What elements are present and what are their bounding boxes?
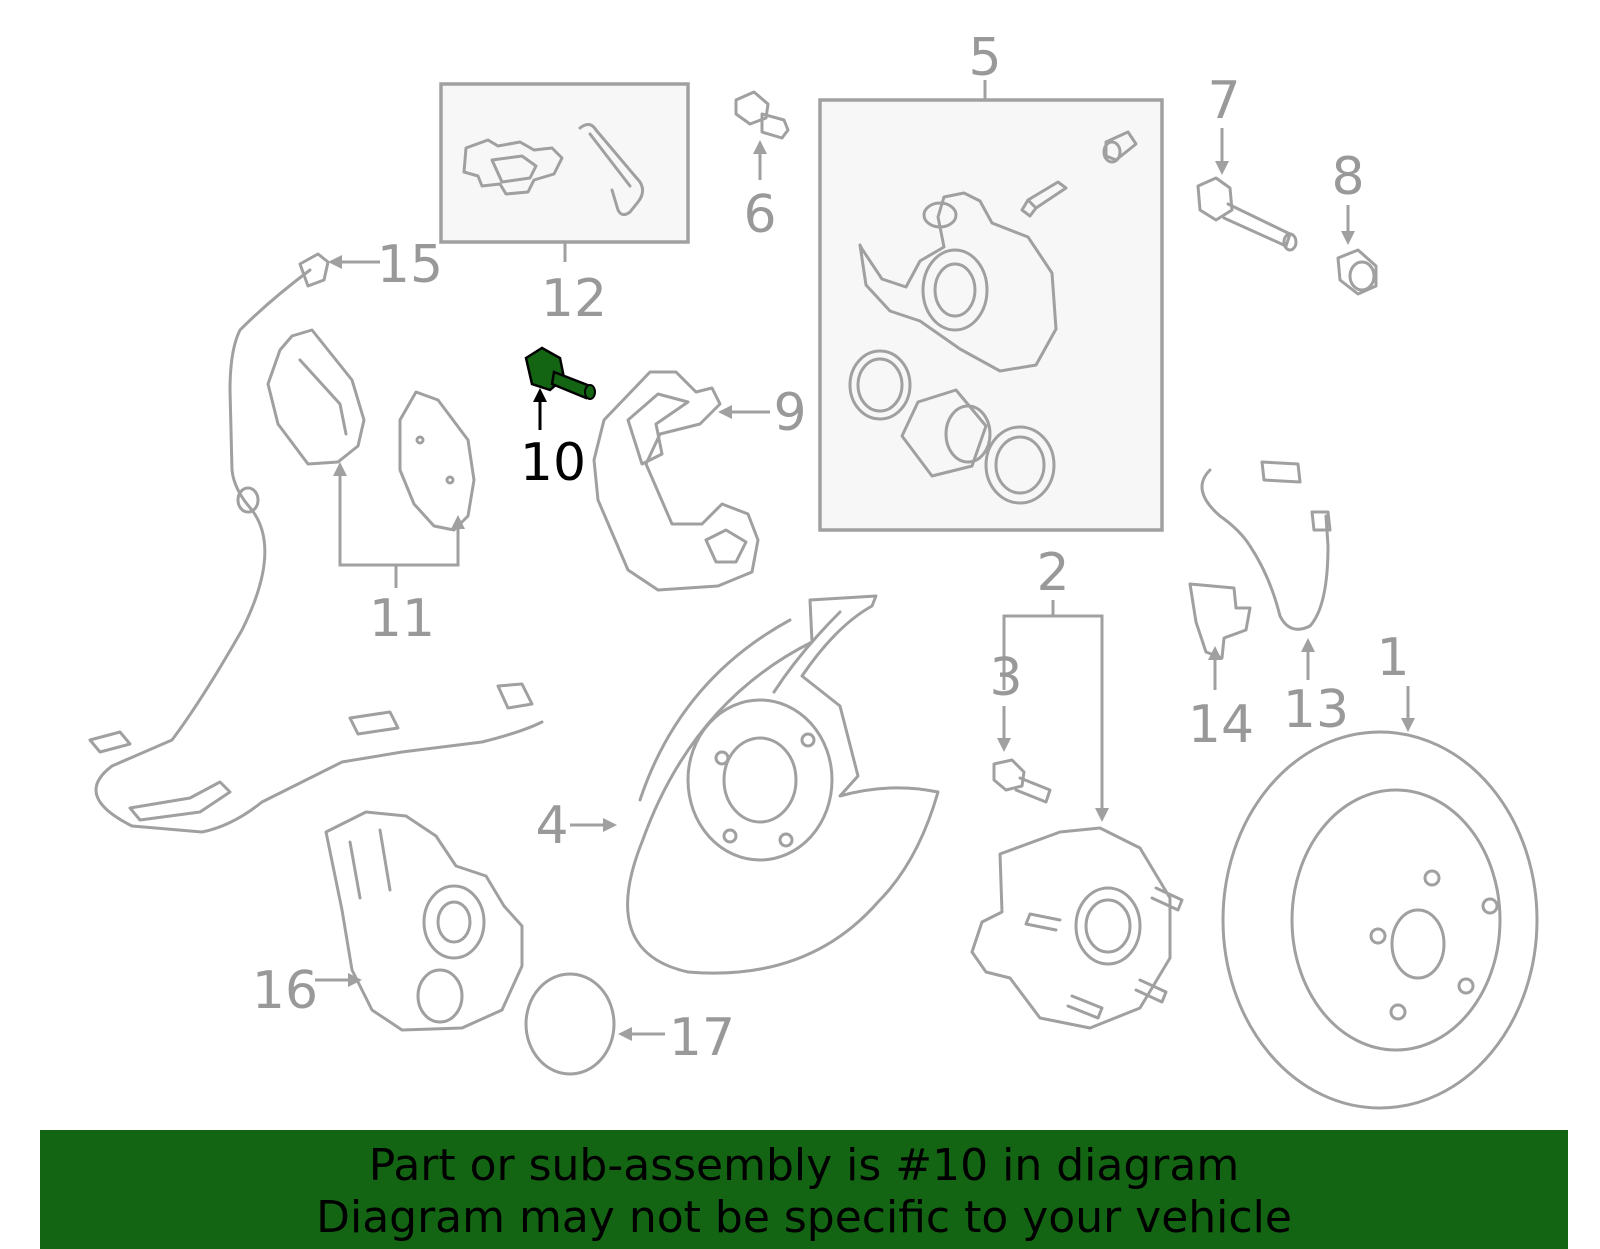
- notice-banner: Part or sub-assembly is #10 in diagram D…: [40, 1130, 1568, 1249]
- callout-7: 7: [1207, 71, 1240, 131]
- banner-line-part-number: Part or sub-assembly is #10 in diagram: [368, 1140, 1240, 1191]
- part-1-brake-rotor[interactable]: [1221, 686, 1539, 1110]
- part-10-bolt-highlighted[interactable]: [524, 346, 596, 430]
- part-8-pin-boot[interactable]: [1336, 205, 1378, 296]
- callout-5: 5: [968, 28, 1001, 88]
- part-9-caliper-bracket[interactable]: [592, 370, 770, 592]
- part-2-hub-bearing[interactable]: [970, 600, 1184, 1030]
- callout-15: 15: [377, 235, 443, 295]
- callout-6: 6: [743, 185, 776, 245]
- callout-8: 8: [1331, 147, 1364, 207]
- callout-13: 13: [1283, 680, 1349, 740]
- part-13-sensor-harness[interactable]: [1200, 460, 1332, 680]
- part-5-caliper-assembly[interactable]: [818, 80, 1164, 532]
- callout-10-highlighted: 10: [520, 433, 586, 493]
- callout-14: 14: [1188, 695, 1254, 755]
- callout-1: 1: [1376, 628, 1409, 688]
- callout-3: 3: [989, 648, 1022, 708]
- part-3-hub-stud[interactable]: [992, 706, 1052, 804]
- part-7-slide-pin[interactable]: [1196, 128, 1298, 252]
- callout-2: 2: [1036, 543, 1069, 603]
- banner-line-disclaimer: Diagram may not be specific to your vehi…: [316, 1192, 1292, 1243]
- callout-17: 17: [669, 1008, 735, 1068]
- part-16-parking-motor[interactable]: [315, 810, 524, 1032]
- part-15-abs-sensor-harness[interactable]: [88, 252, 544, 834]
- callout-4: 4: [535, 796, 568, 856]
- callout-11: 11: [369, 589, 435, 649]
- callout-9: 9: [773, 383, 806, 443]
- part-4-dust-shield[interactable]: [570, 594, 940, 975]
- part-6-bleeder-plug[interactable]: [734, 90, 790, 180]
- part-12-hardware-kit[interactable]: [439, 82, 690, 262]
- part-14-sensor-bracket[interactable]: [1188, 582, 1252, 690]
- part-17-o-ring[interactable]: [524, 972, 665, 1076]
- callout-12: 12: [541, 269, 607, 329]
- part-11-brake-pads[interactable]: [266, 328, 476, 588]
- callout-16: 16: [252, 961, 318, 1021]
